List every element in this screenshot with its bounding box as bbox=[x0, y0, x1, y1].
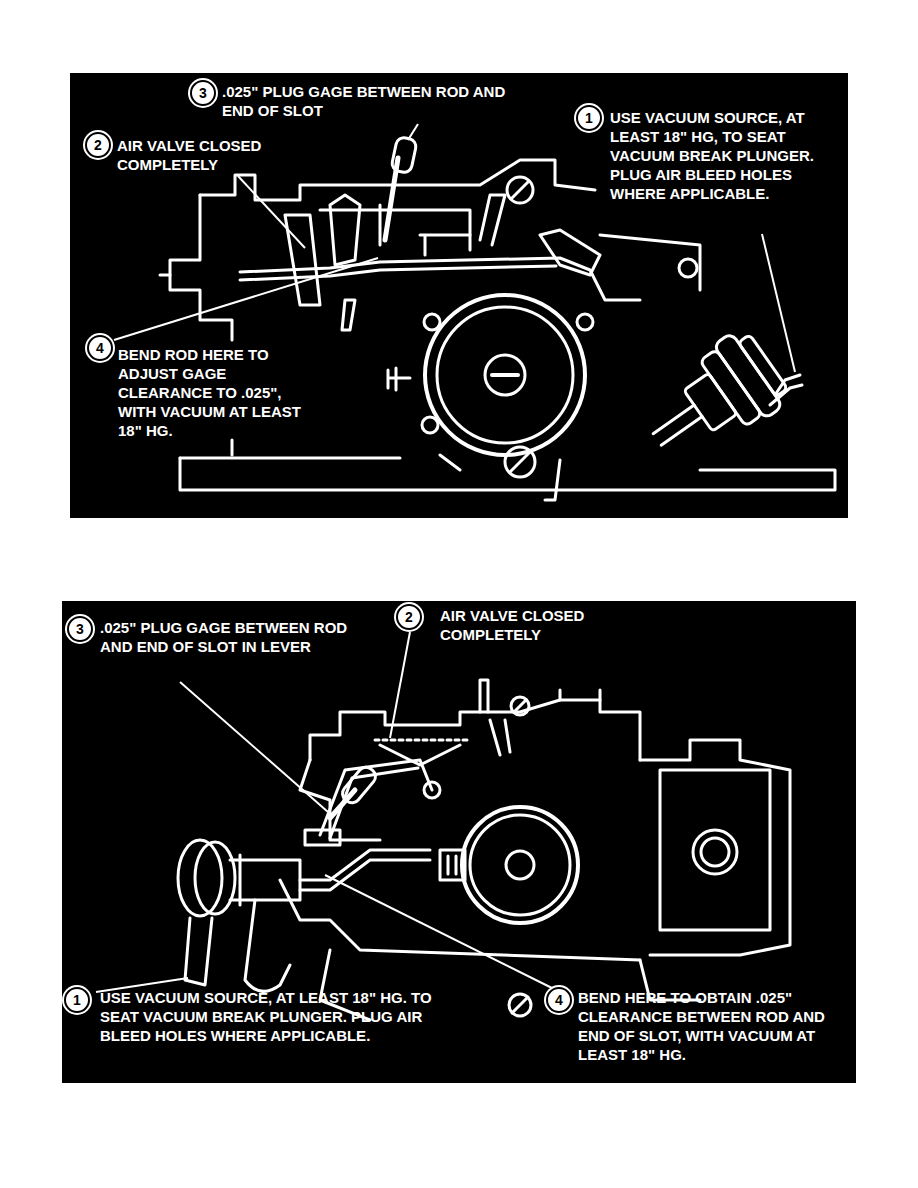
callout-number: 4 bbox=[96, 340, 104, 356]
callout-number: 1 bbox=[73, 992, 81, 1008]
callout-text: .025" PLUG GAGE BETWEEN ROD AND END OF S… bbox=[222, 82, 512, 120]
callout-text: .025" PLUG GAGE BETWEEN ROD AND END OF S… bbox=[100, 618, 370, 656]
callout-text: BEND ROD HERE TO ADJUST GAGE CLEARANCE T… bbox=[118, 345, 318, 440]
callout-circle: 3 bbox=[67, 616, 93, 642]
callout-text: BEND HERE TO OBTAIN .025" CLEARANCE BETW… bbox=[578, 988, 853, 1064]
callout-number: 2 bbox=[405, 609, 413, 625]
callout-circle: 4 bbox=[87, 335, 113, 361]
callout-number: 4 bbox=[555, 992, 563, 1008]
callout-circle: 1 bbox=[576, 105, 602, 131]
callout-circle: 1 bbox=[64, 987, 90, 1013]
callout-number: 1 bbox=[585, 110, 593, 126]
callout-text: AIR VALVE CLOSED COMPLETELY bbox=[440, 606, 660, 644]
callout-text: USE VACUUM SOURCE, AT LEAST 18" HG. TO S… bbox=[100, 988, 450, 1045]
callout-text: USE VACUUM SOURCE, AT LEAST 18" HG, TO S… bbox=[610, 108, 846, 203]
callout-circle: 3 bbox=[190, 80, 216, 106]
callout-circle: 2 bbox=[396, 604, 422, 630]
callout-circle: 4 bbox=[546, 987, 572, 1013]
callout-number: 3 bbox=[76, 621, 84, 637]
callout-circle: 2 bbox=[85, 132, 111, 158]
callout-text: AIR VALVE CLOSED COMPLETELY bbox=[117, 136, 327, 174]
panel-ground bbox=[70, 73, 848, 518]
panel-ground bbox=[62, 601, 856, 1083]
callout-number: 2 bbox=[94, 137, 102, 153]
callout-number: 3 bbox=[199, 85, 207, 101]
